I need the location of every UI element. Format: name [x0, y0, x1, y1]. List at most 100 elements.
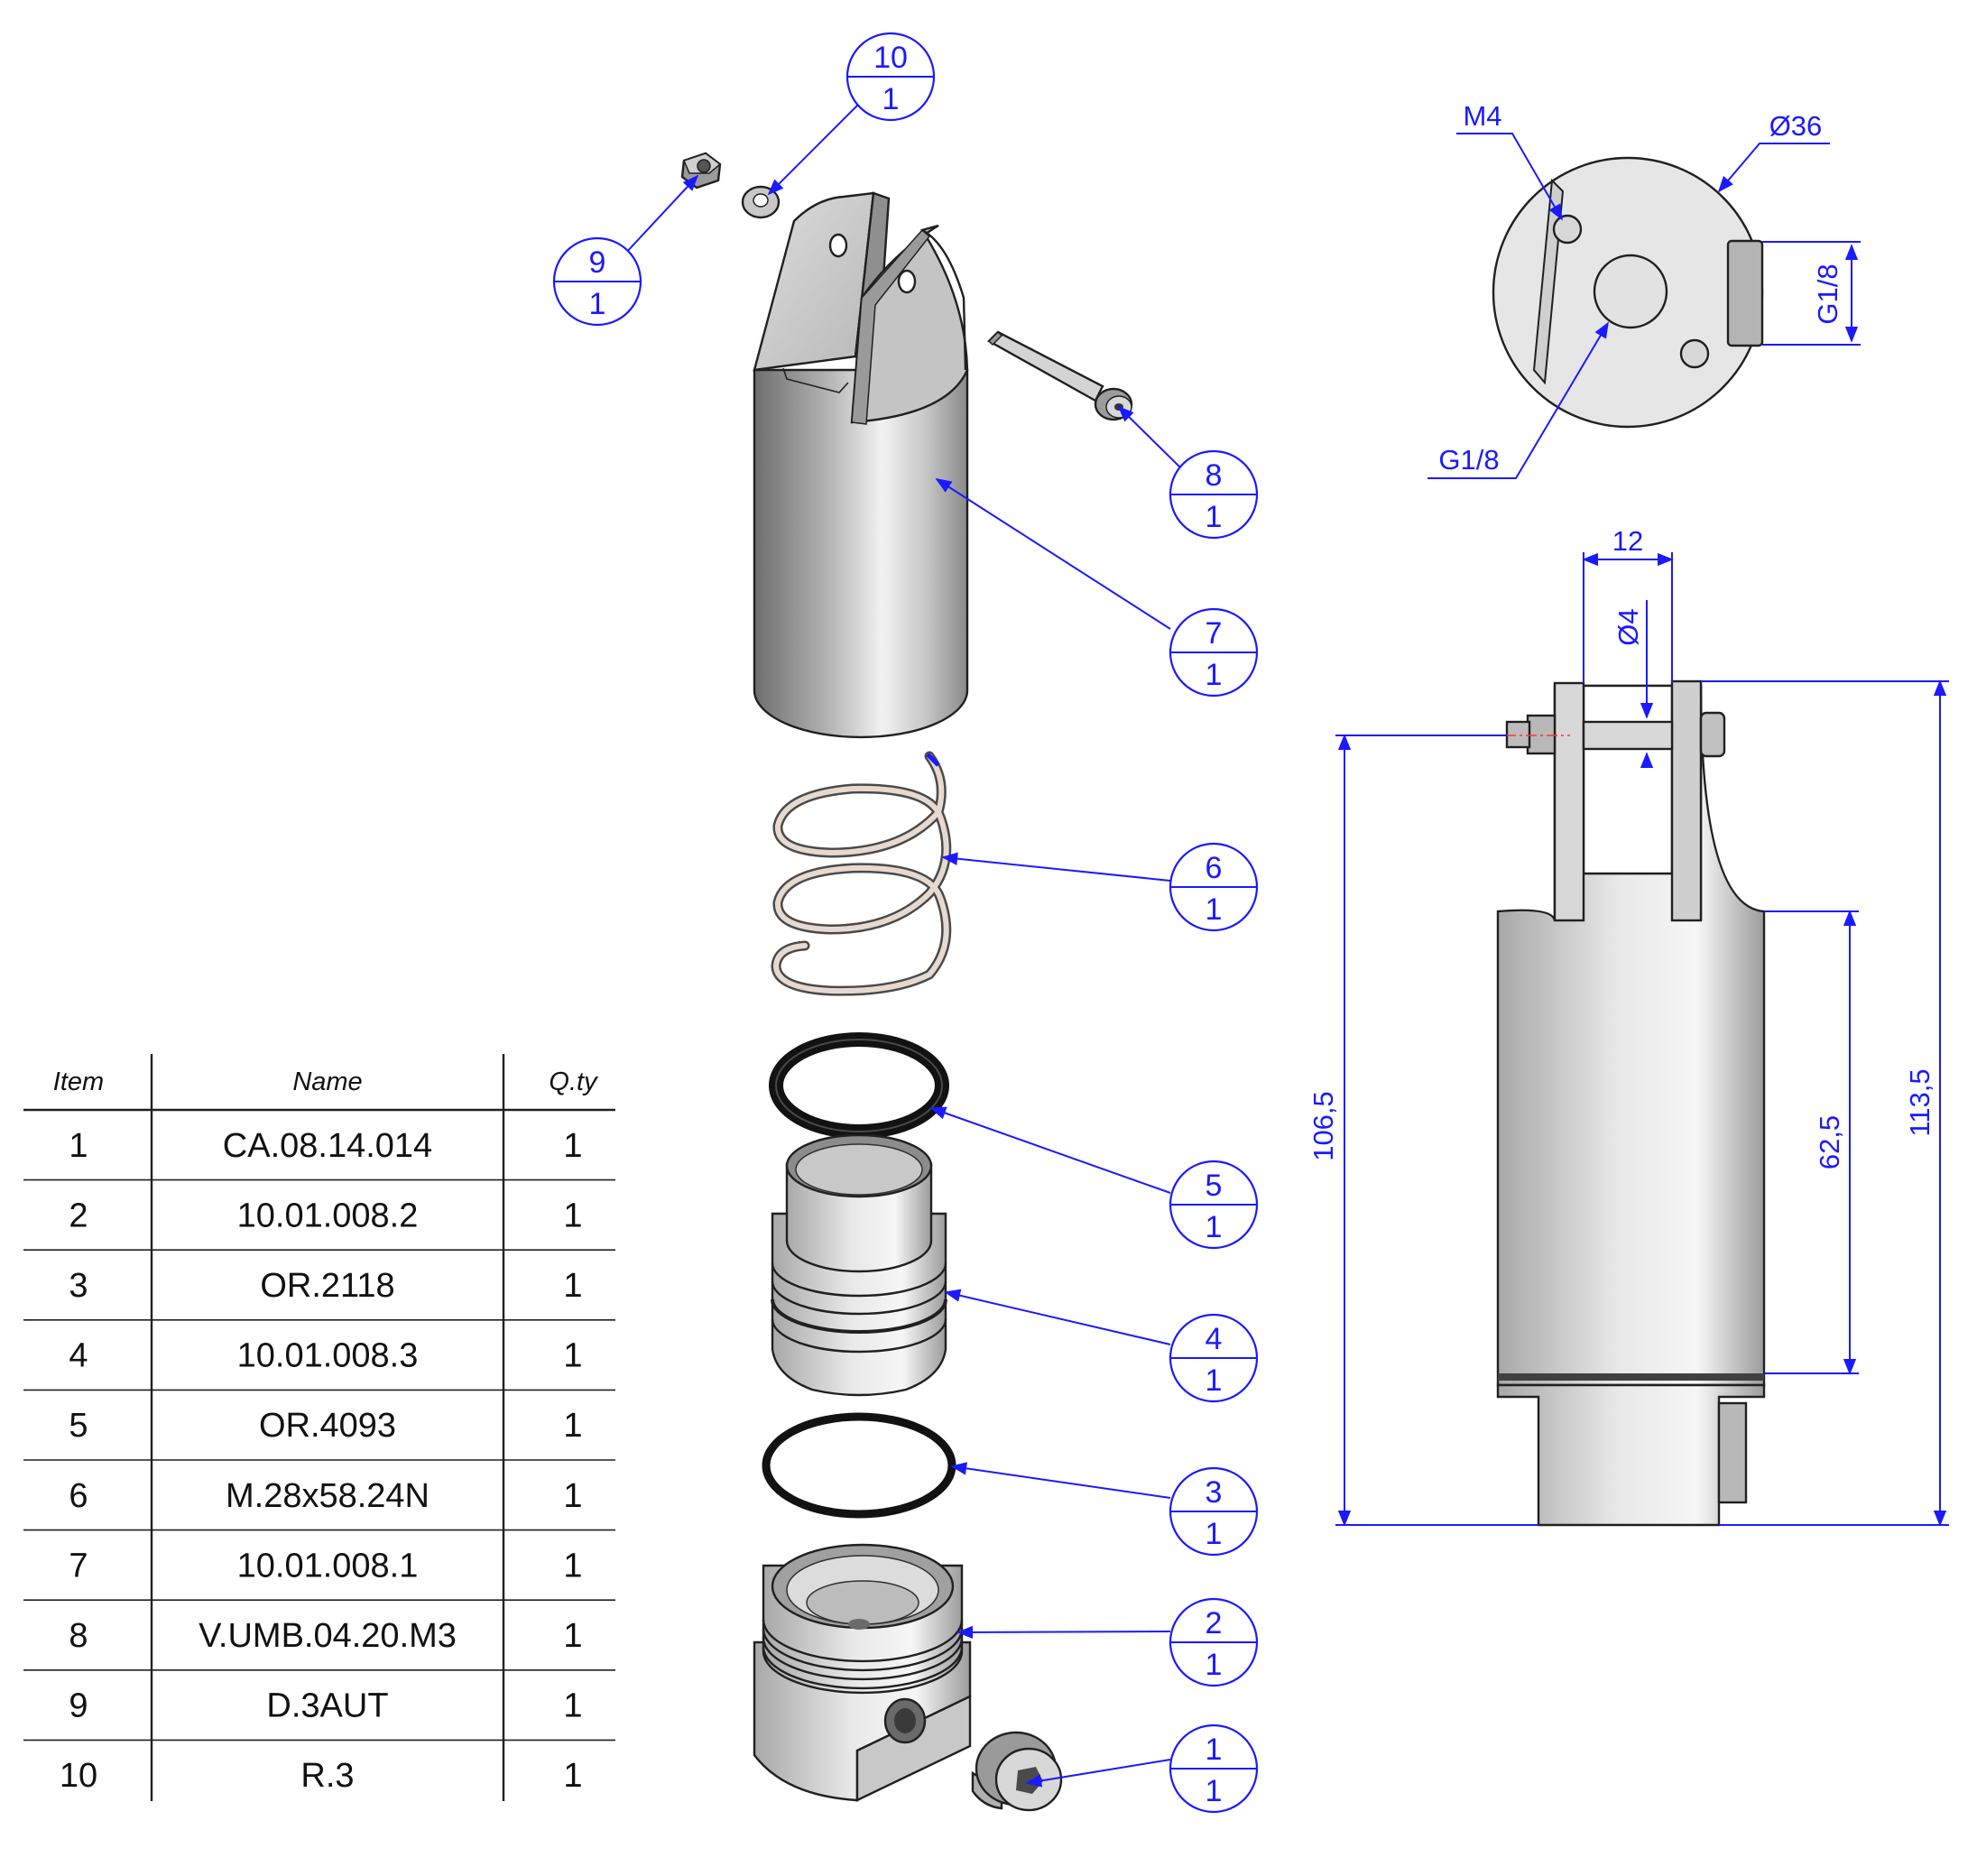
bom-header-item: Item	[53, 1067, 104, 1096]
bom-cell-qty: 1	[563, 1477, 582, 1515]
bom-cell-item: 4	[69, 1337, 88, 1375]
balloon-quantity: 1	[1206, 658, 1223, 692]
bom-table: Item Name Q.ty 1 CA.08.14.014 1 2 10.01.008.…	[23, 1054, 615, 1801]
balloon-quantity: 1	[1206, 1363, 1223, 1398]
bom-cell-item: 9	[69, 1687, 88, 1725]
dim-clevis-width: 12	[1612, 525, 1643, 557]
tapped-hole-m4	[1552, 214, 1583, 245]
leader-10	[767, 103, 860, 196]
bom-cell-name: V.UMB.04.20.M3	[199, 1617, 457, 1655]
leader-6	[941, 852, 1171, 882]
balloon-item-2: 21	[1169, 1597, 1259, 1687]
balloon-quantity: 1	[1206, 1648, 1223, 1682]
leader-4	[944, 1289, 1171, 1345]
balloon-item-8: 81	[1169, 449, 1259, 540]
side-port-boss	[1726, 239, 1764, 347]
callout-m4: M4	[1463, 100, 1501, 132]
bom-cell-name: 10.01.008.2	[237, 1197, 419, 1234]
part-bushing	[771, 1133, 947, 1397]
balloon-quantity: 1	[1206, 1774, 1223, 1808]
bom-cell-item: 2	[69, 1197, 88, 1234]
bom-cell-name: M.28x58.24N	[226, 1477, 430, 1515]
bom-cell-item: 10	[60, 1757, 97, 1795]
balloon-item-5: 51	[1169, 1160, 1259, 1250]
bom-rows: 1 CA.08.14.014 1 2 10.01.008.2 1 3 OR.2118 1 4 10.…	[60, 1127, 583, 1795]
balloon-item-number: 5	[1206, 1169, 1223, 1203]
leader-9	[624, 174, 699, 255]
bom-header-name: Name	[292, 1067, 362, 1096]
bom-cell-qty: 1	[563, 1547, 582, 1585]
balloon-quantity: 1	[882, 82, 900, 116]
bom-cell-qty: 1	[563, 1337, 582, 1375]
part-oring-small	[762, 1412, 956, 1519]
balloon-leaders	[624, 103, 1183, 1788]
part-clevis-body	[753, 191, 969, 739]
pin-hole	[1679, 338, 1710, 369]
bom-cell-qty: 1	[563, 1757, 582, 1795]
bom-cell-name: OR.4093	[259, 1407, 396, 1445]
part-pin-screw	[987, 330, 1133, 421]
bom-cell-qty: 1	[563, 1687, 582, 1725]
part-spring	[771, 751, 952, 996]
exploded-view	[680, 152, 1133, 1812]
dim-pin-diameter: Ø4	[1612, 608, 1644, 645]
callout-center-port: G1/8	[1438, 444, 1499, 476]
balloon-item-1: 11	[1169, 1724, 1259, 1814]
callout-side-port: G1/8	[1812, 263, 1843, 324]
part-washer	[741, 185, 781, 219]
dim-overall-height: 113,5	[1904, 1068, 1935, 1136]
dim-pin-to-bottom: 106,5	[1307, 1091, 1339, 1161]
balloon-item-number: 10	[873, 41, 908, 75]
part-threaded-base	[753, 1543, 972, 1802]
part-plug	[971, 1731, 1063, 1812]
dim-body-length: 62,5	[1814, 1115, 1845, 1169]
bom-cell-name: OR.2118	[260, 1267, 394, 1305]
bom-cell-qty: 1	[563, 1617, 582, 1655]
bom-cell-item: 8	[69, 1617, 88, 1655]
bom-cell-qty: 1	[563, 1197, 582, 1234]
balloon-item-number: 1	[1206, 1733, 1223, 1767]
balloon-item-number: 6	[1206, 851, 1223, 885]
bom-cell-name: D.3AUT	[266, 1687, 388, 1725]
balloon-item-number: 7	[1206, 616, 1223, 651]
balloon-quantity: 1	[1206, 1210, 1223, 1244]
balloon-item-3: 31	[1169, 1466, 1259, 1557]
leader-8	[1117, 405, 1183, 470]
balloon-item-6: 61	[1169, 842, 1259, 932]
bom-cell-name: 10.01.008.1	[237, 1547, 419, 1585]
bom-row-rules	[23, 1178, 615, 1742]
balloon-item-10: 101	[845, 32, 936, 122]
bom-cell-qty: 1	[563, 1127, 582, 1165]
balloon-item-9: 91	[552, 236, 642, 327]
balloon-quantity: 1	[1206, 1517, 1223, 1551]
part-oring-large	[769, 1032, 949, 1139]
bom-cell-item: 5	[69, 1407, 88, 1445]
top-view: M4 Ø36 G1/8 G1/8	[1427, 100, 1861, 479]
leader-5	[929, 1106, 1171, 1194]
balloon-quantity: 1	[589, 287, 606, 321]
bom-cell-name: CA.08.14.014	[223, 1127, 432, 1165]
front-view: 12 Ø4 106,5 62,5 113,5	[1307, 525, 1949, 1527]
leader-2	[956, 1625, 1171, 1640]
balloon-item-4: 41	[1169, 1313, 1259, 1403]
bom-header-qty: Q.ty	[549, 1067, 598, 1096]
balloon-item-number: 3	[1206, 1475, 1223, 1510]
bom-cell-item: 3	[69, 1267, 88, 1305]
balloon-quantity: 1	[1206, 500, 1223, 534]
center-port	[1593, 254, 1668, 329]
balloon-item-7: 71	[1169, 607, 1259, 698]
balloon-item-number: 2	[1206, 1606, 1223, 1640]
leader-3	[950, 1462, 1171, 1499]
bom-cell-name: R.3	[300, 1757, 354, 1795]
bom-cell-name: 10.01.008.3	[237, 1337, 419, 1375]
part-nut	[680, 152, 722, 189]
balloon-item-number: 4	[1206, 1322, 1223, 1356]
bom-cell-qty: 1	[563, 1407, 582, 1445]
callout-outer-diameter: Ø36	[1769, 110, 1823, 142]
leader-7	[935, 478, 1171, 630]
bom-cell-item: 1	[69, 1127, 88, 1165]
bom-cell-qty: 1	[563, 1267, 582, 1305]
bom-cell-item: 7	[69, 1547, 88, 1585]
